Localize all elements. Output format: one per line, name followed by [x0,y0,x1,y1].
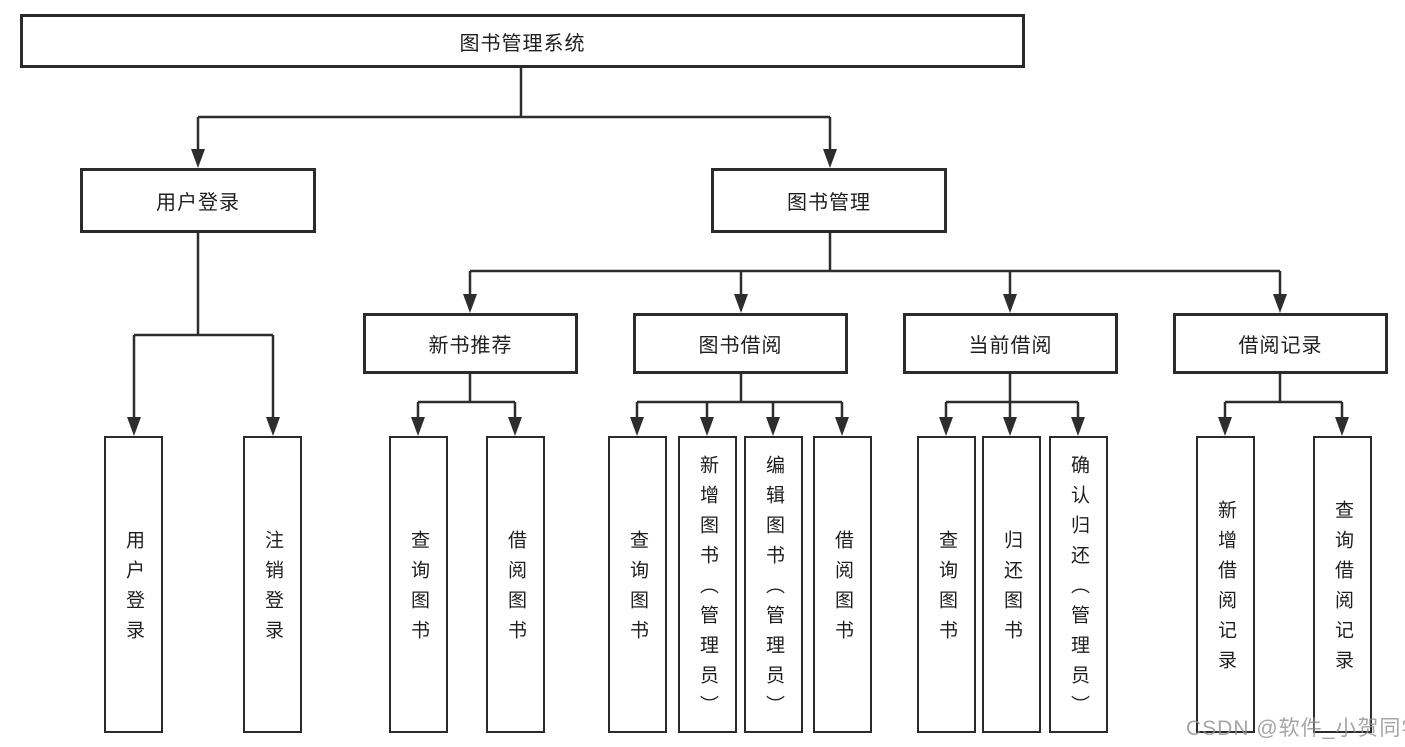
node-library-management-system: 图书管理系统 [20,14,1025,68]
node-book-management: 图书管理 [711,168,947,233]
node-label: 查询图书 [408,530,429,650]
node-user-login: 用户登录 [80,168,316,233]
connector-new-book-recommendation-children [411,374,522,436]
node-label: 用户登录 [156,192,240,214]
node-label: 确认归还（管理员） [1068,455,1089,725]
arrowhead [1003,294,1017,313]
node-logout: 注销登录 [243,436,302,733]
node-label: 新增图书（管理员） [697,455,718,725]
connector-user-login-children [127,233,280,436]
arrowhead [411,417,425,436]
node-label: 借阅图书 [832,530,853,650]
node-label: 查询图书 [627,530,648,650]
arrowhead [1273,294,1287,313]
node-label: 新书推荐 [428,335,513,357]
arrowhead [463,294,477,313]
node-query-books: 查询图书 [389,436,448,733]
node-borrow-books: 借阅图书 [486,436,545,733]
arrowhead [630,417,644,436]
node-current-borrowing: 当前借阅 [903,313,1118,374]
arrowhead [1335,417,1349,436]
node-borrowing-records: 借阅记录 [1173,313,1388,374]
arrowhead [1071,417,1085,436]
node-label: 图书管理 [787,192,871,214]
node-label: 借阅记录 [1238,335,1323,357]
arrowhead [823,149,837,168]
connector-book-borrowing-children [630,374,849,436]
arrowhead [127,417,141,436]
node-query-borrow-record: 查询借阅记录 [1313,436,1372,733]
node-label: 借阅图书 [505,530,526,650]
node-add-borrow-record: 新增借阅记录 [1196,436,1255,733]
connector-book-management-children [463,233,1287,313]
arrowhead [766,417,780,436]
node-return-books: 归还图书 [982,436,1041,733]
node-label: 注销登录 [262,530,283,650]
node-label: 用户登录 [123,530,144,650]
connector-borrowing-records-children [1218,374,1349,436]
arrowhead [191,149,205,168]
node-label: 图书管理系统 [459,32,586,55]
node-label: 编辑图书（管理员） [763,455,784,725]
node-user-login-action: 用户登录 [104,436,163,733]
csdn-watermark: CSDN @软件_小贺同学 [1186,717,1405,740]
arrowhead [939,417,953,436]
arrowhead [508,417,522,436]
node-borrow-books: 借阅图书 [813,436,872,733]
node-edit-book-admin: 编辑图书（管理员） [744,436,803,733]
arrowhead [1003,417,1017,436]
arrowhead [835,417,849,436]
arrowhead [266,417,280,436]
node-label: 查询借阅记录 [1332,500,1353,680]
node-confirm-return-admin: 确认归还（管理员） [1049,436,1108,733]
arrowhead [700,417,714,436]
node-query-books: 查询图书 [917,436,976,733]
connector-current-borrowing-children [939,374,1085,436]
node-label: 当前借阅 [968,335,1053,357]
node-add-book-admin: 新增图书（管理员） [678,436,737,733]
node-label: 新增借阅记录 [1215,500,1236,680]
node-label: 图书借阅 [698,335,783,357]
node-query-books: 查询图书 [608,436,667,733]
node-book-borrowing: 图书借阅 [633,313,848,374]
arrowhead [734,294,748,313]
arrowhead [1218,417,1232,436]
node-label: 查询图书 [936,530,957,650]
node-new-book-recommendation: 新书推荐 [363,313,578,374]
node-label: 归还图书 [1001,530,1022,650]
connector-root-to-level2 [191,68,837,168]
